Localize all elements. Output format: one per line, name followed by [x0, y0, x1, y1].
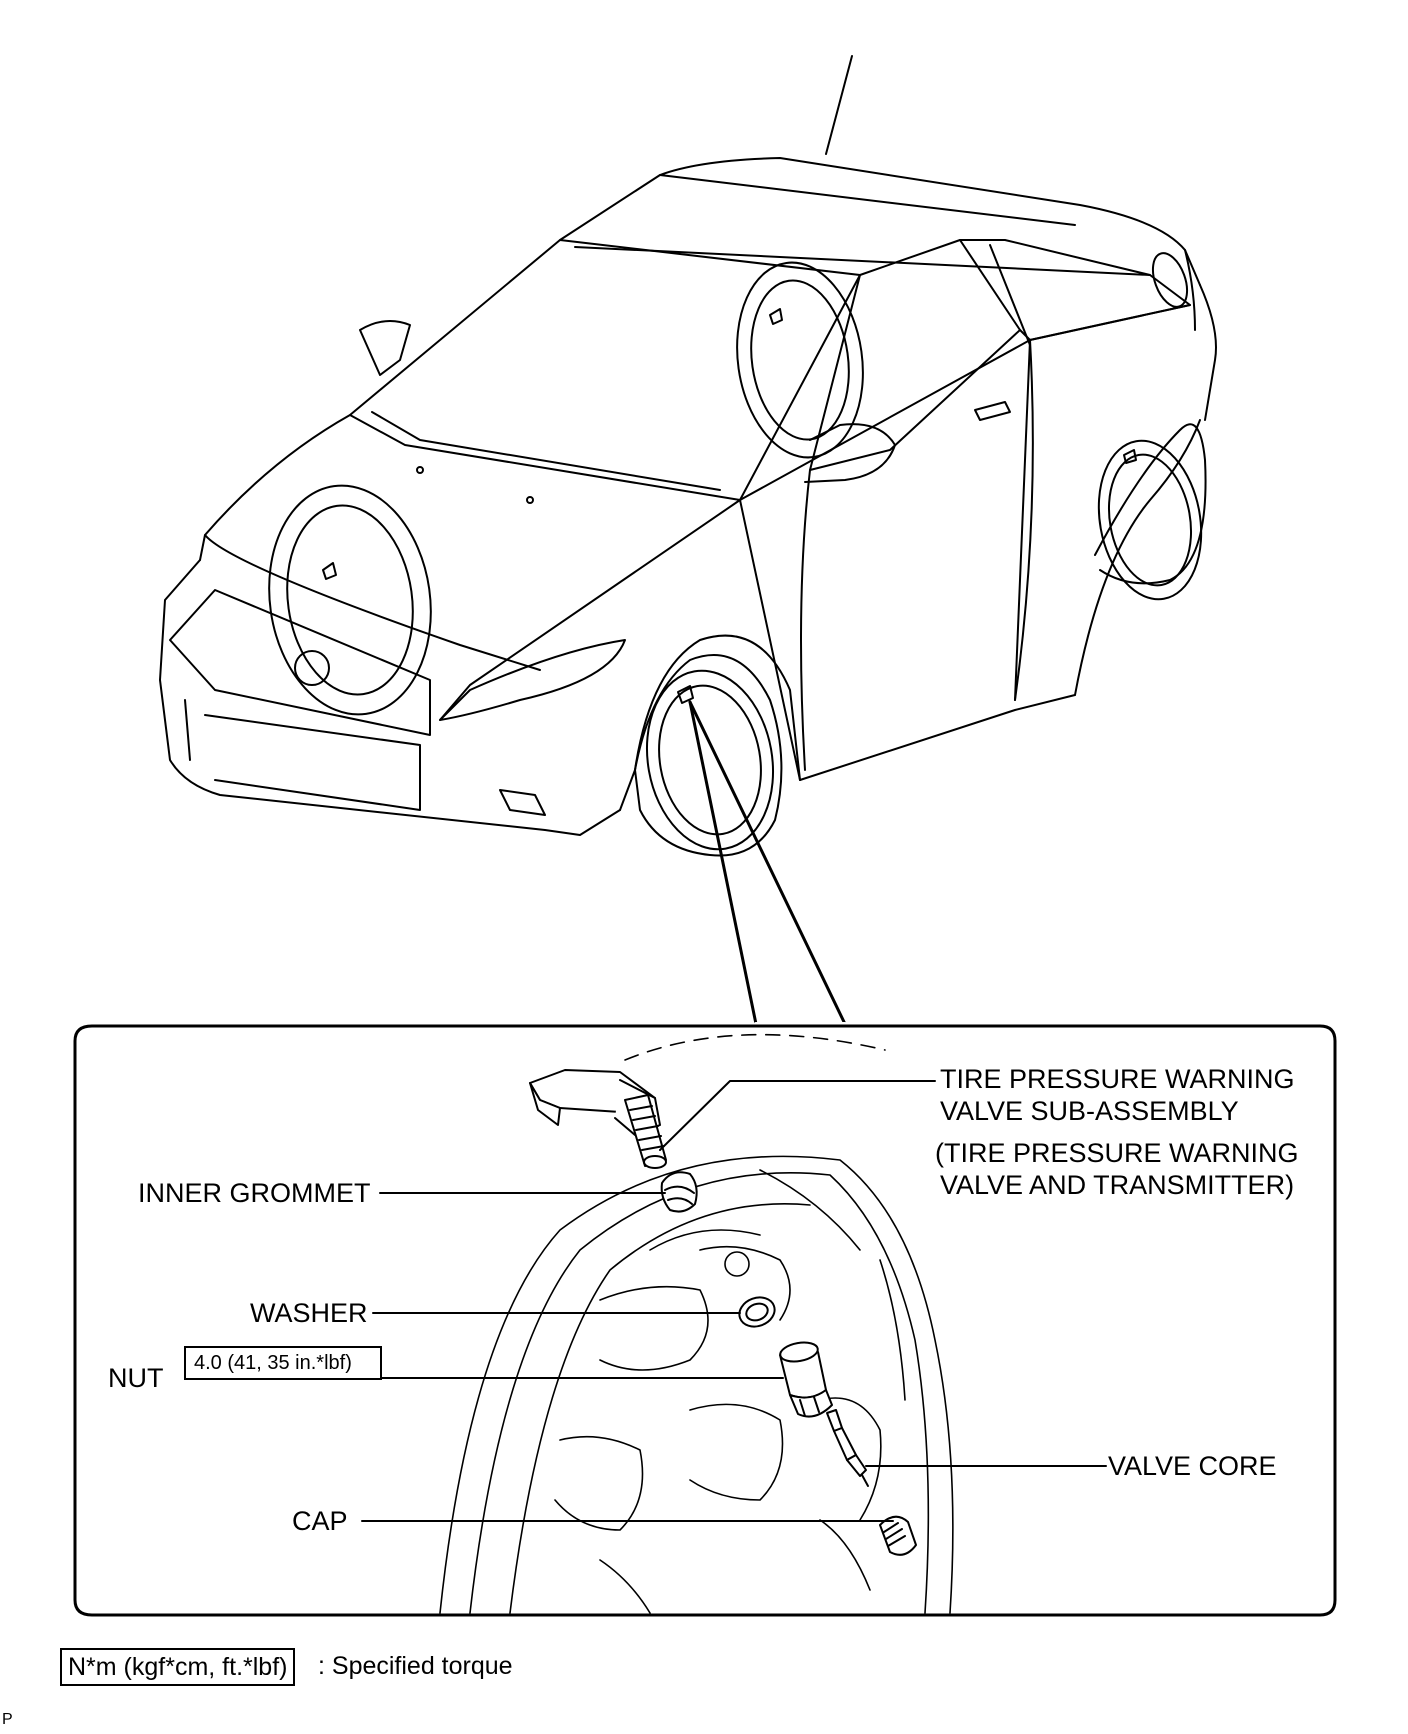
callout-wedge [688, 700, 847, 1026]
washer-icon [738, 1296, 776, 1328]
label-sub-assembly-note-line2: VALVE AND TRANSMITTER) [940, 1170, 1295, 1200]
nut-torque-box: 4.0 (41, 35 in.*lbf) [184, 1346, 382, 1380]
label-inner-grommet: INNER GROMMET [138, 1178, 371, 1208]
label-sub-assembly-line1: TIRE PRESSURE WARNING [940, 1064, 1295, 1094]
label-cap: CAP [292, 1506, 348, 1536]
leader-lines [361, 1080, 1107, 1522]
label-nut: NUT [108, 1363, 164, 1393]
valve-core-icon [826, 1409, 869, 1487]
tire-pressure-sensor-icon [529, 1069, 667, 1169]
label-sub-assembly-note-line1: (TIRE PRESSURE WARNING [935, 1138, 1299, 1168]
valve-cap-icon [879, 1515, 917, 1556]
label-valve-core: VALVE CORE [1108, 1451, 1277, 1481]
detail-frame [73, 1024, 1337, 1617]
grommet-icon [660, 1171, 698, 1213]
wheel-detail [439, 1033, 954, 1614]
nut-icon [779, 1341, 833, 1418]
legend-description: : Specified torque [318, 1652, 513, 1680]
car-line-drawing-icon [159, 55, 1217, 857]
legend-unit-box: N*m (kgf*cm, ft.*lbf) [60, 1648, 296, 1686]
label-washer: WASHER [250, 1298, 368, 1328]
label-sub-assembly-line2: VALVE SUB-ASSEMBLY [940, 1096, 1239, 1126]
corner-mark: P [2, 1711, 13, 1728]
